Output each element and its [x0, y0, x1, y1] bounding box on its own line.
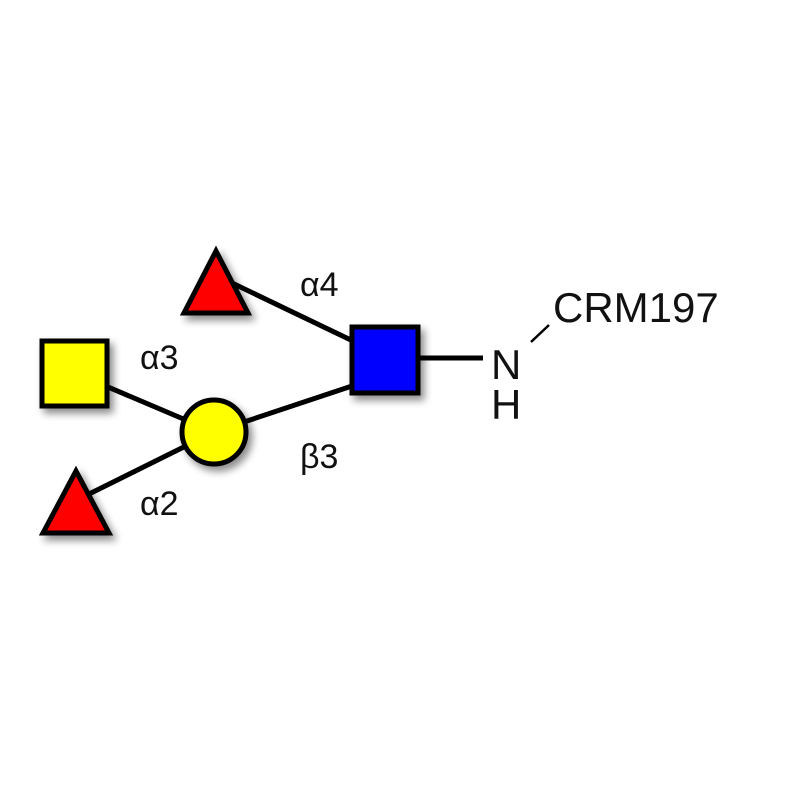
- linkage-label-a4: α4: [300, 266, 339, 304]
- carrier-label: CRM197: [553, 284, 719, 331]
- galactose-circle: [179, 397, 249, 467]
- bond-fucose-glcnac: [230, 280, 357, 345]
- linkage-label-b3: β3: [300, 438, 338, 476]
- linkage-label-a2: α2: [140, 485, 179, 523]
- h-label: H: [491, 381, 521, 428]
- linkage-label-a3: α3: [140, 339, 179, 377]
- glcnac-square: [349, 324, 421, 396]
- fucose-top-triangle: [179, 245, 253, 316]
- galnac-square: [39, 338, 110, 409]
- bond-nh-carrier: [530, 324, 550, 343]
- fucose-bottom-triangle: [38, 465, 114, 536]
- n-label: N: [491, 341, 521, 388]
